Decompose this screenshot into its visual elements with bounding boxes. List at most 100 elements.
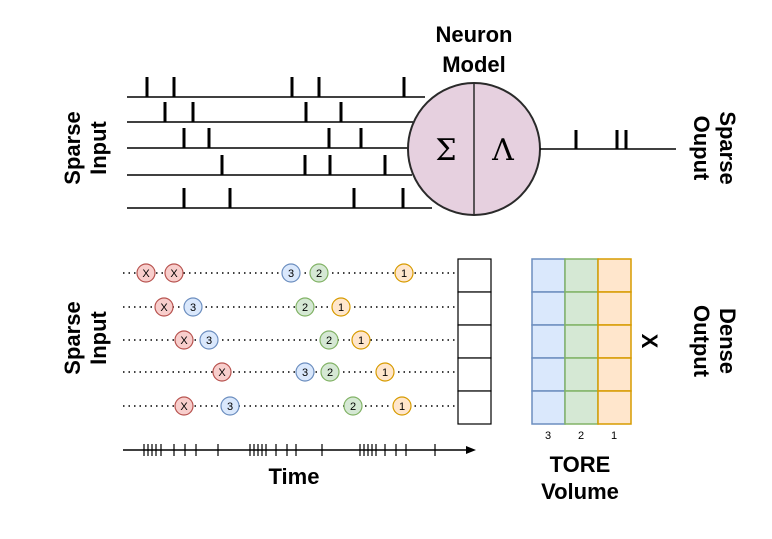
event-2: 2 [295,297,315,317]
output-spike-train [540,130,676,150]
event-row-3: X 3 2 1 [174,330,371,350]
event-2: 2 [320,362,340,382]
event-1: 1 [392,396,412,416]
top-sparse-input-line2: Input [86,120,111,174]
event-row-4: X 3 2 1 [212,362,395,382]
event-3: 3 [220,396,240,416]
top-sparse-output-line2: Ouput [689,116,714,181]
time-axis-arrow [466,446,476,454]
volume-cell [564,357,599,392]
event-2: 2 [319,330,339,350]
top-panel: Neuron Model Sparse Input Sparse Ouput [60,22,740,216]
svg-text:1: 1 [382,367,388,379]
time-label: Time [269,464,320,489]
input-spikes [145,77,406,208]
event-row-1: X X 3 2 1 [136,263,414,283]
column-number-2: 2 [578,430,584,442]
event-x: X [174,330,194,350]
volume-cell [597,291,632,326]
volume-cell [531,390,566,425]
svg-text:3: 3 [227,401,233,413]
event-1: 1 [394,263,414,283]
volume-cell [531,291,566,326]
svg-text:2: 2 [302,302,308,314]
input-spike-trains [127,96,432,209]
svg-text:X: X [180,335,188,347]
volume-cell [597,324,632,359]
volume-cell [531,258,566,293]
event-3: 3 [281,263,301,283]
bottom-sparse-input-label: Sparse Input [60,301,111,374]
event-3: 3 [295,362,315,382]
svg-text:X: X [637,334,662,349]
bottom-sparse-input-line2: Input [86,310,111,364]
svg-text:2: 2 [326,335,332,347]
svg-text:X: X [160,302,168,314]
volume-column-3 [531,258,566,425]
volume-cell [564,258,599,293]
event-3: 3 [199,330,219,350]
buffer-cell [457,390,492,425]
tore-volume-line2: Volume [541,479,619,504]
event-3: 3 [183,297,203,317]
volume-column-2 [564,258,599,425]
svg-text:2: 2 [350,401,356,413]
buffer-cell [457,357,492,392]
column-number-1: 1 [611,430,617,442]
volume-cell [564,291,599,326]
tore-volume-line1: TORE [550,452,611,477]
volume-cell [564,390,599,425]
neuron-model-title-line2: Model [442,52,506,77]
svg-text:1: 1 [401,268,407,280]
svg-text:1: 1 [338,302,344,314]
neuron-model: Σ Λ [407,82,541,216]
svg-text:3: 3 [302,367,308,379]
buffer-cell [457,291,492,326]
dense-output-line1: Dense [715,308,740,374]
bottom-panel: Sparse Input X X 3 2 1 X 3 2 1 X [60,258,740,504]
event-1: 1 [331,297,351,317]
event-2: 2 [343,396,363,416]
svg-text:2: 2 [327,367,333,379]
event-x: X [136,263,156,283]
top-sparse-input-line1: Sparse [60,111,85,184]
pixel-buffer [457,258,492,425]
tore-volume: 3 2 1 TORE Volume [531,258,632,504]
svg-text:X: X [170,268,178,280]
sum-symbol: Σ [435,133,456,168]
svg-text:3: 3 [288,268,294,280]
event-1: 1 [375,362,395,382]
buffer-cell [457,324,492,359]
event-2: 2 [309,263,329,283]
volume-cell [531,324,566,359]
top-sparse-output-line1: Sparse [715,111,740,184]
svg-text:3: 3 [190,302,196,314]
svg-text:X: X [180,401,188,413]
neuron-model-title-line1: Neuron [436,22,513,47]
event-x: X [174,396,194,416]
volume-cell [597,357,632,392]
svg-text:2: 2 [316,268,322,280]
top-sparse-output-label: Sparse Ouput [689,111,740,184]
dense-output-label: Dense Output [689,305,740,378]
svg-text:X: X [218,367,226,379]
x-mark: X [637,334,662,349]
top-sparse-input-label: Sparse Input [60,111,111,184]
event-row-2: X 3 2 1 [154,297,351,317]
event-1: 1 [351,330,371,350]
time-ticks [143,444,436,456]
lambda-symbol: Λ [491,133,514,168]
bottom-sparse-input-line1: Sparse [60,301,85,374]
volume-cell [597,390,632,425]
time-axis: Time [123,444,476,489]
svg-text:3: 3 [206,335,212,347]
column-number-3: 3 [545,430,551,442]
svg-text:1: 1 [358,335,364,347]
event-x: X [154,297,174,317]
svg-text:1: 1 [399,401,405,413]
volume-cell [564,324,599,359]
buffer-cell [457,258,492,293]
event-x: X [164,263,184,283]
volume-cell [531,357,566,392]
